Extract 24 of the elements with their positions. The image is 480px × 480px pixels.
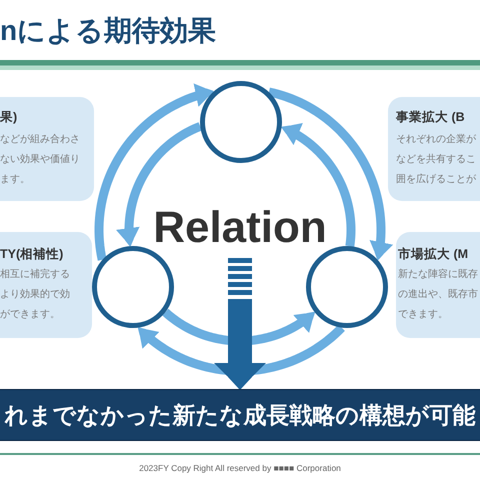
card-heading: 果) [0,109,18,125]
card-heading: TY(相補性) [0,246,64,262]
card-body-text: 新たな陣容に既存の進出や、既存市できます。 [398,268,479,322]
curved-arrow [162,308,318,346]
footer-text: 2023FY Copy Right All reserved by ■■■■ Corporation [138,462,342,474]
card-heading: 事業拡大 (B [396,109,465,125]
card-heading: 市場拡大 (M [398,246,468,262]
conclusion-banner [0,389,480,441]
card-body-text: 相互に補完するより効果的で効ができます。 [0,268,71,322]
curved-arrow [94,83,215,261]
curved-arrow [135,324,345,376]
center-heading: Relation [130,203,350,253]
card-body-text: それぞれの企業がなどを共有するこ囲を広げることが [396,132,477,187]
info-card [388,97,480,201]
curved-arrow [268,88,394,261]
info-card [0,97,94,201]
banner-text: れまでなかった新たな成長戦略の構想が可能 [4,401,476,430]
curved-arrow [116,122,202,248]
card-body-text: などが組み合わさない効果や価値ります。 [0,133,81,187]
page-title: nによる期待効果 [0,14,216,48]
circle-node [92,246,174,328]
curved-arrow [280,122,356,248]
info-card [0,232,92,338]
info-card [396,232,480,338]
